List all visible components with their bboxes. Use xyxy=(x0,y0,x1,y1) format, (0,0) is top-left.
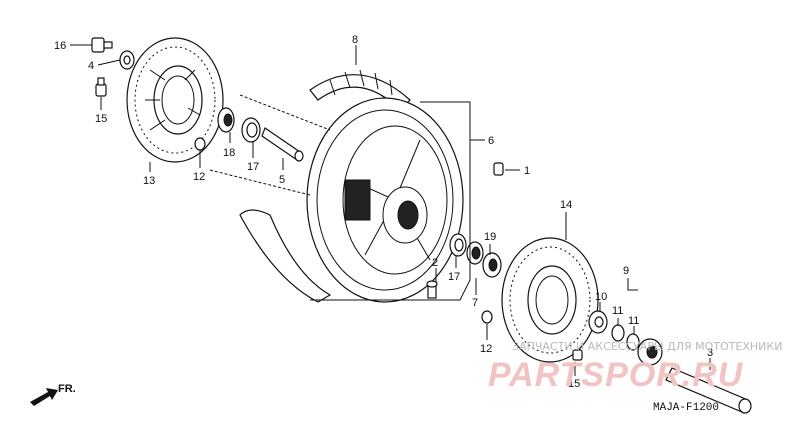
callout-10: 10 xyxy=(595,291,607,303)
front-arrow-icon xyxy=(30,388,58,406)
collar-10[interactable] xyxy=(588,310,608,334)
front-axle-3[interactable] xyxy=(665,367,752,414)
callout-11-b: 11 xyxy=(628,315,639,327)
callout-18: 18 xyxy=(223,147,235,159)
callout-6: 6 xyxy=(488,135,494,147)
seal-17-left[interactable] xyxy=(241,117,261,143)
bearing-18[interactable] xyxy=(217,107,235,133)
air-valve-2[interactable] xyxy=(426,280,438,299)
diagram-code: MAJA-F1200 xyxy=(653,402,719,414)
wheel-rim-6[interactable] xyxy=(306,97,464,303)
seal-17-right[interactable] xyxy=(449,233,467,257)
callout-16: 16 xyxy=(54,40,66,52)
callout-19: 19 xyxy=(484,231,496,243)
cap-12-right[interactable] xyxy=(481,310,493,324)
callout-5: 5 xyxy=(279,174,285,186)
callout-11-a: 11 xyxy=(612,305,623,317)
leader-lines xyxy=(70,44,711,376)
balance-weight-1[interactable] xyxy=(493,162,504,176)
distance-collar-5[interactable] xyxy=(261,127,304,162)
watermark: ЗАПЧАСТИ И АКСЕССУАРЫ ДЛЯ МОТОТЕХНИКИ PA… xyxy=(488,340,782,394)
brake-disc-left[interactable] xyxy=(126,37,224,163)
callout-15-left: 15 xyxy=(95,113,107,125)
watermark-logo: PARTSPOR.RU xyxy=(488,356,744,394)
front-label: FR. xyxy=(58,383,76,395)
callout-3: 3 xyxy=(707,347,713,359)
callout-4: 4 xyxy=(88,60,94,72)
brake-disc-right[interactable] xyxy=(501,237,599,363)
bearing-7[interactable] xyxy=(482,252,502,278)
callout-14: 14 xyxy=(560,199,572,211)
collar-4[interactable] xyxy=(119,50,135,70)
seal-11-b[interactable] xyxy=(626,333,640,351)
callout-7: 7 xyxy=(472,297,478,309)
callout-17-left: 17 xyxy=(247,161,259,173)
bearing-19[interactable] xyxy=(466,241,484,265)
callout-9: 9 xyxy=(623,265,629,277)
bolt-16[interactable] xyxy=(91,37,113,53)
callout-12-right: 12 xyxy=(480,343,492,355)
callout-13: 13 xyxy=(143,175,155,187)
watermark-caption: ЗАПЧАСТИ И АКСЕССУАРЫ ДЛЯ МОТОТЕХНИКИ xyxy=(512,340,782,353)
callout-15-right: 15 xyxy=(568,378,580,390)
callout-8: 8 xyxy=(352,34,358,46)
cap-12-left[interactable] xyxy=(194,137,206,151)
callout-labels: 16 4 15 13 12 18 17 5 8 6 1 2 17 19 7 14… xyxy=(54,34,713,390)
speedometer-gearbox-9[interactable] xyxy=(637,338,663,366)
callout-12-left: 12 xyxy=(193,171,205,183)
callout-17-right: 17 xyxy=(448,271,460,283)
bolt-15-right[interactable] xyxy=(572,349,583,361)
callout-1: 1 xyxy=(524,165,530,177)
callout-2: 2 xyxy=(432,257,438,269)
seal-11-a[interactable] xyxy=(611,324,625,342)
front-direction-indicator: FR. xyxy=(30,383,76,406)
bolt-15-left[interactable] xyxy=(95,77,107,97)
